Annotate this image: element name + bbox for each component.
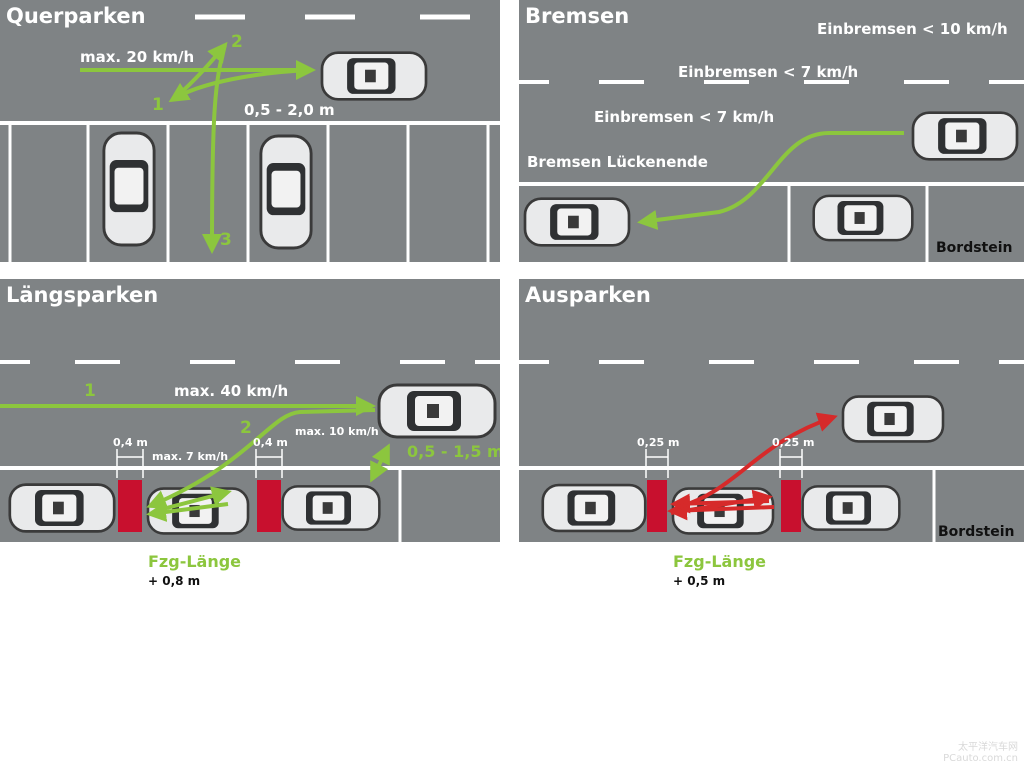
speed-label-2: max. 10 km/h [295, 425, 379, 438]
panel-title: Bremsen [525, 4, 630, 28]
brake-end-label: Bremsen Lückenende [527, 153, 708, 171]
laengsparken-formula-label: Fzg-Länge [148, 552, 242, 571]
watermark: 太平洋汽车网 PCauto.com.cn [943, 742, 1018, 764]
gap-block-left [118, 480, 142, 532]
speed-label-3: max. 7 km/h [152, 450, 229, 463]
step-1-label: 1 [152, 95, 164, 115]
parked-car-rear [812, 194, 914, 242]
parked-car-front [8, 483, 116, 533]
panel-ausparken: Ausparken 0,25 m 0,25 m Bordstein [519, 279, 1024, 542]
distance-arrow [370, 443, 390, 483]
panel-laengsparken: Längsparken max. 40 km/h max. 10 km/h ma… [0, 279, 500, 542]
laengsparken-diagram [0, 360, 500, 542]
gap-label-left: 0,25 m [637, 436, 680, 449]
gap-block-right [257, 480, 281, 532]
moving-car [377, 383, 497, 439]
ausparken-formula-value: + 0,5 m [673, 574, 726, 588]
brake-path-arrow [637, 131, 904, 230]
brake-label-3: Einbremsen < 7 km/h [594, 108, 775, 126]
watermark-line-2: PCauto.com.cn [943, 753, 1018, 764]
reverse-arrow-2 [146, 408, 376, 510]
panel-querparken: Querparken max. 20 km/h 0,5 - 2,0 m 1 2 … [0, 0, 500, 262]
distance-label: 0,5 - 2,0 m [244, 101, 335, 119]
turn-in-arrow-3 [202, 44, 227, 254]
exit-arrow [678, 412, 838, 509]
ausparken-diagram [519, 360, 1024, 542]
curb-label: Bordstein [938, 524, 1015, 540]
brake-label-1: Einbremsen < 10 km/h [817, 20, 1008, 38]
gap-label-right: 0,25 m [772, 436, 815, 449]
gap-label-right: 0,4 m [253, 436, 288, 449]
back-correction-arrow [146, 502, 229, 522]
forward-arrow-2 [170, 41, 228, 102]
ausparken-formula-label: Fzg-Länge [673, 552, 767, 571]
gap-block-right [781, 480, 801, 532]
step-3-label: 3 [220, 230, 232, 250]
panel-title: Ausparken [525, 283, 651, 307]
moving-car [911, 111, 1019, 161]
distance-label: 0,5 - 1,5 m [407, 442, 500, 461]
gap-label-left: 0,4 m [113, 436, 148, 449]
querparken-diagram [0, 14, 500, 262]
step-2-label: 2 [231, 32, 243, 52]
forward-correction-arrow [154, 486, 232, 513]
parked-car-front [523, 197, 631, 247]
parked-car-front [541, 483, 647, 533]
speed-label: max. 20 km/h [80, 48, 195, 66]
gap-block-left [647, 480, 667, 532]
speed-label-1: max. 40 km/h [174, 382, 289, 400]
moving-car [320, 51, 428, 101]
leaving-car [841, 395, 945, 443]
parked-car-rear [281, 484, 381, 532]
bremsen-diagram [519, 80, 1024, 262]
brake-label-2: Einbremsen < 7 km/h [678, 63, 859, 81]
panel-title: Längsparken [6, 283, 159, 307]
parked-car-rear [801, 484, 901, 532]
parked-car-left [102, 131, 156, 247]
panel-bremsen: Bremsen Einbremsen < 10 km/h Einbremsen … [519, 0, 1024, 262]
parked-car-right [259, 134, 313, 250]
panel-title: Querparken [6, 4, 146, 28]
step-1-label: 1 [84, 381, 96, 401]
step-2-label: 2 [240, 418, 252, 438]
watermark-line-1: 太平洋汽车网 [958, 742, 1018, 753]
reverse-arrow-1 [168, 68, 313, 103]
laengsparken-formula-value: + 0,8 m [148, 574, 201, 588]
curb-label: Bordstein [936, 240, 1013, 256]
